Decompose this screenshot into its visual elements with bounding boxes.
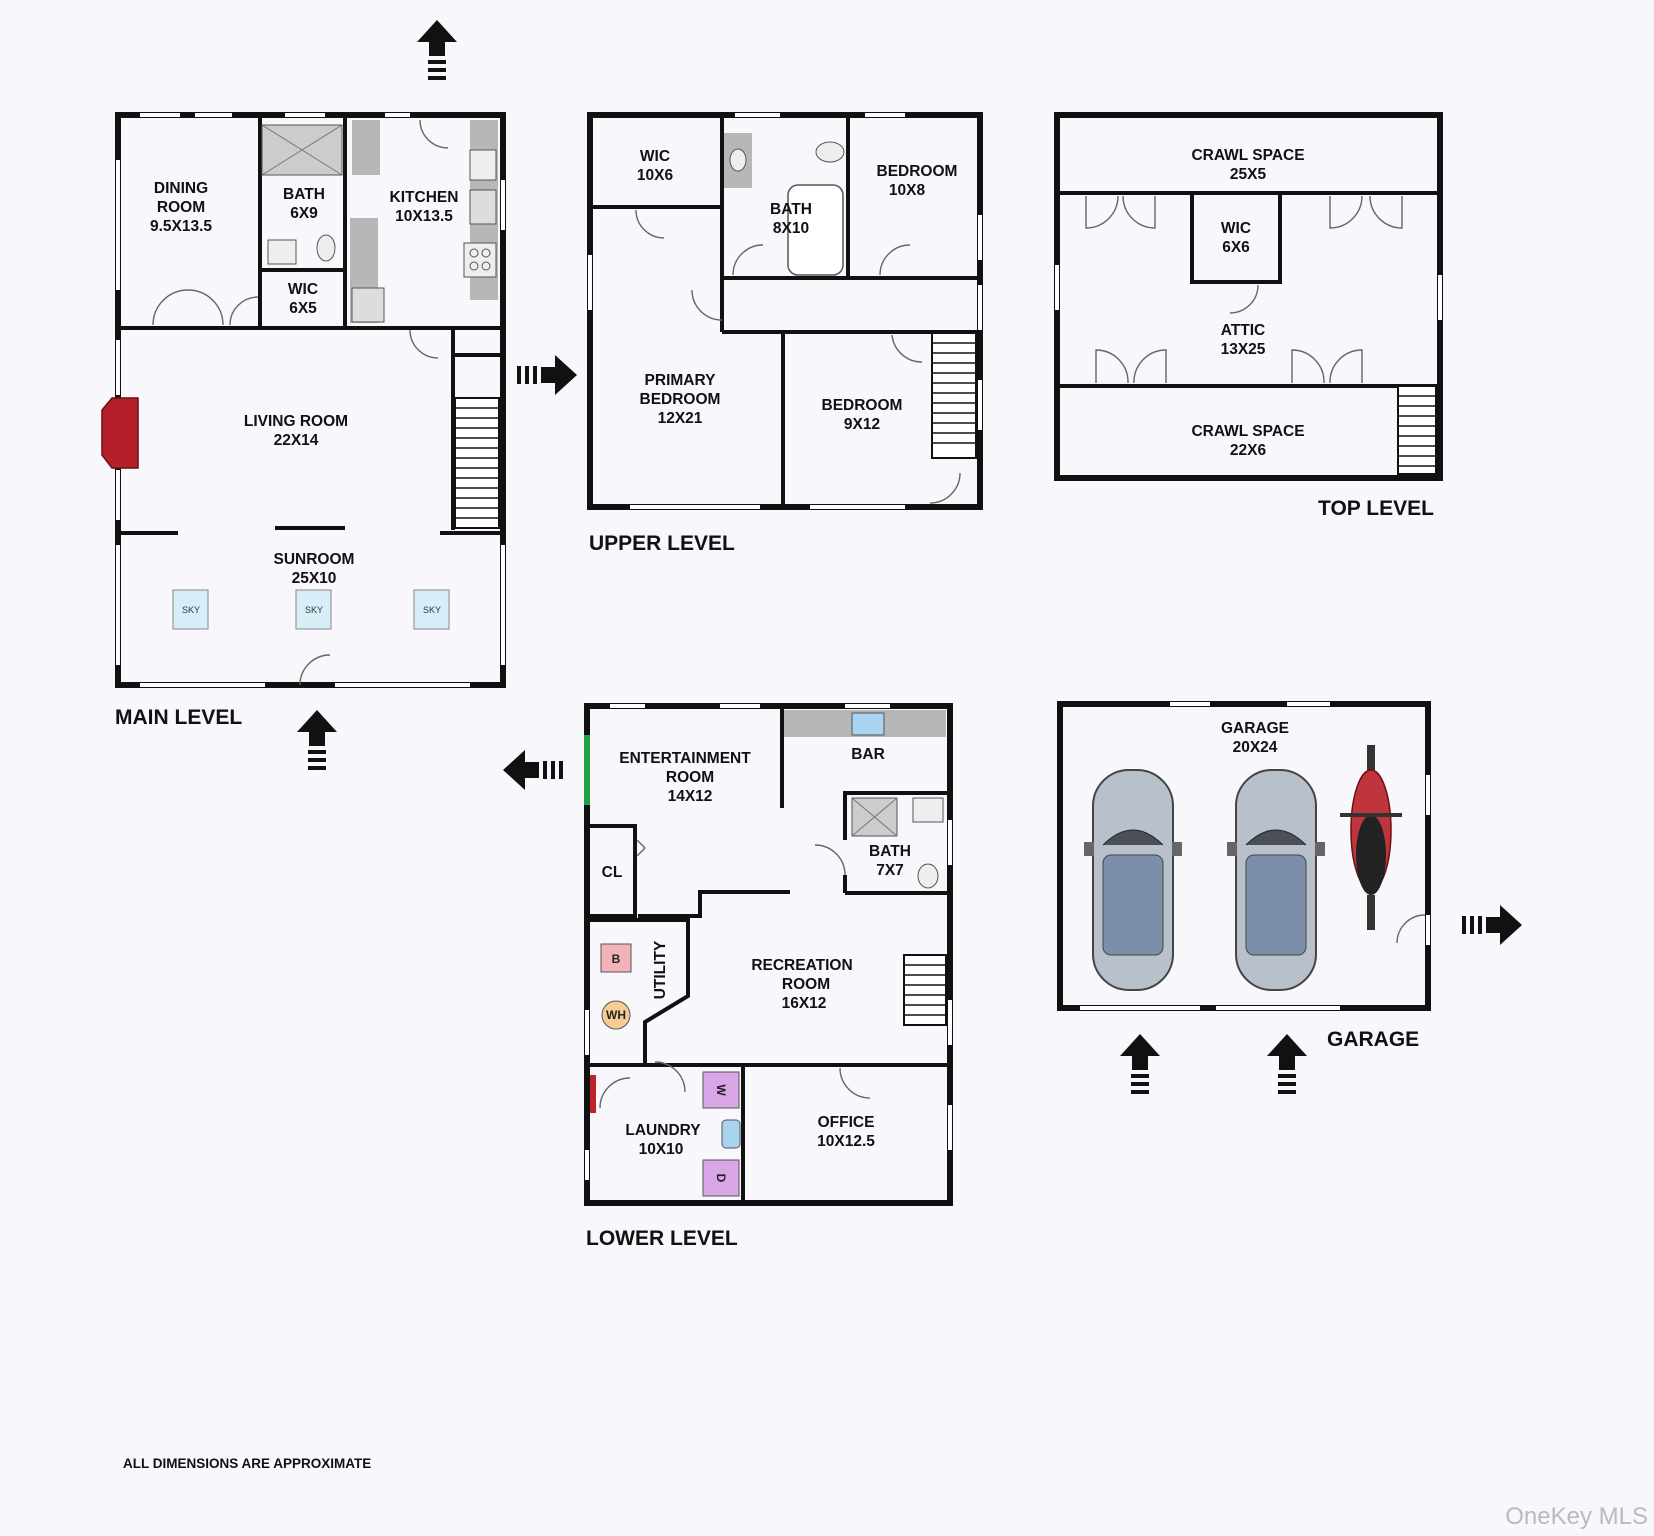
closet-label: CL	[602, 864, 623, 881]
recreation-room-label: RECREATION	[751, 957, 852, 974]
exit-arrow-icon	[1462, 905, 1522, 945]
lower-level-title: LOWER LEVEL	[586, 1227, 738, 1250]
crawl-space-1-size: 25X5	[1230, 166, 1267, 183]
washer-label: W	[714, 1084, 728, 1096]
entry-arrow-icon	[417, 20, 457, 80]
dryer-label: D	[714, 1174, 728, 1183]
dining-room-label-2: ROOM	[157, 199, 205, 216]
exit-arrow-icon	[517, 355, 577, 395]
upper-bath-size: 8X10	[773, 220, 809, 237]
laundry-label: LAUNDRY	[625, 1122, 701, 1139]
lower-level-plan: B WH W D ENTERTAINMENT ROOM 14X12 BAR BA…	[503, 703, 953, 1250]
recreation-room-label-2: ROOM	[782, 976, 830, 993]
laundry-size: 10X10	[639, 1141, 684, 1158]
crawl-space-1-label: CRAWL SPACE	[1191, 147, 1304, 164]
bedroom-1-size: 10X8	[889, 182, 926, 199]
bedroom-2-label: BEDROOM	[822, 397, 903, 414]
upper-level-title: UPPER LEVEL	[589, 532, 735, 555]
dimensions-note: ALL DIMENSIONS ARE APPROXIMATE	[123, 1456, 372, 1471]
dining-room-size: 9.5X13.5	[150, 218, 212, 235]
car-icon	[1084, 769, 1182, 991]
fireplace-icon	[101, 397, 139, 469]
attic-label: ATTIC	[1221, 322, 1265, 339]
entry-arrow-icon	[297, 710, 337, 770]
kitchen-size: 10X13.5	[395, 208, 453, 225]
boiler-icon	[600, 943, 632, 973]
crawl-space-2-label: CRAWL SPACE	[1191, 423, 1304, 440]
entry-arrow-icon	[1120, 1034, 1160, 1094]
upper-level-plan: WIC 10X6 BATH 8X10 BEDROOM 10X8 PRIMARY …	[587, 112, 983, 555]
garage-size: 20X24	[1233, 739, 1278, 756]
primary-bedroom-size: 12X21	[658, 410, 703, 427]
garage-plan: GARAGE 20X24 GARAGE	[1057, 701, 1522, 1094]
main-bath-label: BATH	[283, 186, 325, 203]
recreation-room-size: 16X12	[782, 995, 827, 1012]
main-wic-label: WIC	[288, 281, 318, 298]
skylight-label: SKY	[182, 605, 200, 615]
sunroom-label: SUNROOM	[274, 551, 355, 568]
bar-label: BAR	[851, 746, 885, 763]
main-level-title: MAIN LEVEL	[115, 706, 242, 729]
dryer-icon	[702, 1159, 740, 1197]
bedroom-1-label: BEDROOM	[877, 163, 958, 180]
upper-wic-size: 10X6	[637, 167, 674, 184]
sunroom-size: 25X10	[292, 570, 337, 587]
skylight-label: SKY	[423, 605, 441, 615]
office-label: OFFICE	[818, 1114, 875, 1131]
upper-wic-label: WIC	[640, 148, 670, 165]
car-icon	[1227, 769, 1325, 991]
skylight-icon	[172, 589, 209, 630]
primary-bedroom-label-2: BEDROOM	[640, 391, 721, 408]
dining-room-label: DINING	[154, 180, 208, 197]
garage-title: GARAGE	[1327, 1028, 1419, 1051]
lower-bath-label: BATH	[869, 843, 911, 860]
bedroom-2-size: 9X12	[844, 416, 880, 433]
top-wic-size: 6X6	[1222, 239, 1250, 256]
garage-label: GARAGE	[1221, 720, 1289, 737]
primary-bedroom-label: PRIMARY	[645, 372, 717, 389]
entertainment-room-label: ENTERTAINMENT	[619, 750, 751, 767]
motorcycle-icon	[1340, 745, 1402, 930]
skylight-icon	[295, 589, 332, 630]
living-room-label: LIVING ROOM	[244, 413, 348, 430]
top-wic-label: WIC	[1221, 220, 1251, 237]
entry-arrow-icon	[1267, 1034, 1307, 1094]
washer-icon	[702, 1071, 740, 1109]
office-size: 10X12.5	[817, 1133, 875, 1150]
watermark: OneKey MLS	[1505, 1503, 1648, 1530]
utility-label: UTILITY	[652, 940, 669, 999]
skylight-label: SKY	[305, 605, 323, 615]
entertainment-room-label-2: ROOM	[666, 769, 714, 786]
upper-bath-label: BATH	[770, 201, 812, 218]
main-wic-size: 6X5	[289, 300, 317, 317]
skylight-icon	[413, 589, 450, 630]
top-level-plan: CRAWL SPACE 25X5 WIC 6X6 ATTIC 13X25 CRA…	[1054, 112, 1443, 520]
water-heater-icon	[601, 1000, 631, 1030]
entertainment-room-size: 14X12	[668, 788, 713, 805]
attic-size: 13X25	[1221, 341, 1266, 358]
top-level-title: TOP LEVEL	[1318, 497, 1434, 520]
boiler-label: B	[612, 952, 621, 966]
main-bath-size: 6X9	[290, 205, 318, 222]
living-room-size: 22X14	[274, 432, 319, 449]
lower-bath-size: 7X7	[876, 862, 904, 879]
exit-arrow-icon	[503, 750, 563, 790]
skylights: SKY SKY SKY	[172, 589, 450, 630]
water-heater-label: WH	[606, 1008, 626, 1022]
main-level-plan: SKY SKY SKY DINING ROOM 9.5X13.5 BATH 6X…	[101, 20, 577, 770]
crawl-space-2-size: 22X6	[1230, 442, 1267, 459]
kitchen-label: KITCHEN	[390, 189, 459, 206]
